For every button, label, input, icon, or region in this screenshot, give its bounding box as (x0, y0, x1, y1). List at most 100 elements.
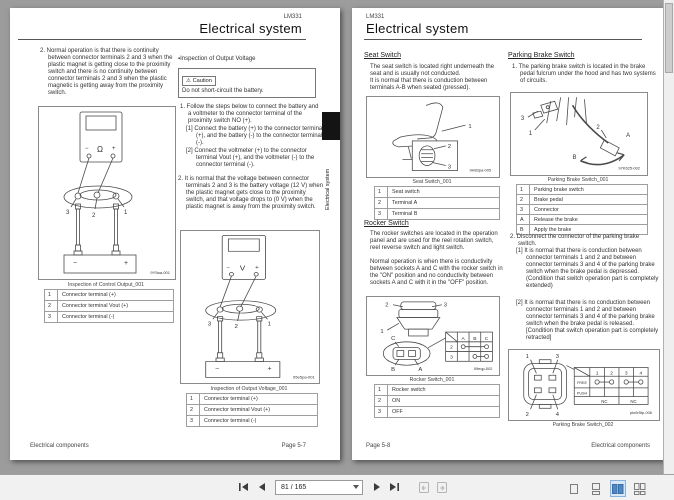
svg-text:2: 2 (596, 125, 599, 131)
heading-rocker-switch: Rocker Switch (364, 220, 409, 227)
svg-text:C: C (485, 336, 489, 342)
parking-step-2: [2] It is normal that there is no conduc… (516, 300, 659, 341)
svg-text:FREE: FREE (577, 381, 587, 385)
svg-text:97K625-002: 97K625-002 (618, 166, 640, 171)
footer-left: Electrical components (30, 443, 89, 449)
next-page-button[interactable] (369, 479, 384, 495)
parking-paragraph-2: 2. Disconnect the connector of the parki… (510, 234, 640, 247)
table-caption-seat-switch: Seat Switch_001 (412, 179, 452, 185)
continuous-view-icon (592, 482, 600, 495)
svg-text:1: 1 (380, 329, 383, 335)
svg-text:2: 2 (448, 144, 451, 150)
svg-text:1: 1 (526, 354, 529, 360)
svg-text:A: A (418, 367, 422, 373)
svg-text:B: B (573, 155, 577, 161)
svg-text:2: 2 (235, 324, 238, 330)
page-number-input[interactable] (276, 483, 351, 491)
header-rule (18, 39, 306, 40)
seat-diagram: 1 2 3 9H83pa-005 (392, 102, 492, 172)
svg-text:9H83pa-005: 9H83pa-005 (469, 167, 491, 172)
header-rule (364, 39, 642, 40)
svg-text:+: + (124, 260, 128, 267)
svg-text:Ω: Ω (97, 145, 103, 154)
continuous-view-button[interactable] (588, 480, 604, 497)
table-caption-rocker-switch: Rocker Switch_001 (409, 377, 455, 383)
svg-text:3: 3 (450, 354, 453, 360)
svg-text:+: + (268, 366, 272, 372)
page-left: LM331 Electrical system 2. Normal operat… (10, 8, 340, 460)
svg-text:−: − (73, 260, 77, 267)
first-page-icon (239, 483, 248, 491)
svg-text:1: 1 (468, 124, 471, 130)
parking-step-1: [1] It is normal that there is conductio… (516, 248, 659, 289)
two-page-view-icon (612, 483, 624, 494)
first-page-button[interactable] (236, 479, 251, 495)
figure-output-voltage: − V + 3 2 1 − + 05e5pa-001 (180, 230, 320, 384)
svg-text:1: 1 (124, 210, 128, 216)
rocker-switch-diagram: 2 3 1 C B A A B C 2 3 09eqp-002 (380, 301, 493, 373)
page-dropdown-caret-icon[interactable] (353, 485, 359, 489)
section-label-output-voltage: ▪Inspection of Output Voltage (178, 56, 256, 62)
svg-text:3: 3 (521, 116, 525, 122)
previous-page-button[interactable] (254, 479, 269, 495)
svg-text:C: C (391, 336, 395, 342)
table-caption-output-voltage: Inspection of Output Voltage_001 (210, 386, 288, 392)
svg-text:1: 1 (529, 131, 533, 137)
last-page-button[interactable] (387, 479, 402, 495)
scrollbar-thumb[interactable] (665, 3, 673, 73)
vertical-scrollbar[interactable] (663, 0, 674, 474)
svg-text:3: 3 (556, 354, 559, 360)
previous-page-icon (258, 483, 265, 491)
svg-text:1: 1 (268, 322, 271, 328)
svg-text:A: A (626, 133, 630, 139)
footer-page-number: Page 5-7 (281, 443, 306, 449)
two-page-continuous-view-icon (634, 482, 646, 495)
svg-text:+: + (255, 265, 259, 271)
brake-pedal-diagram: 3 1 2 A B 97K625-002 (521, 97, 640, 171)
page-number-box (275, 479, 363, 495)
two-page-view-button[interactable] (610, 480, 626, 497)
previous-view-button[interactable] (416, 479, 431, 495)
warning-icon: ⚠ (186, 78, 192, 84)
paragraph-normal-operation: 2. Normal operation is that there is con… (40, 48, 173, 96)
page-right: LM331 Electrical system Seat Switch The … (352, 8, 664, 460)
two-page-continuous-view-button[interactable] (632, 480, 648, 497)
footer-right: Electrical components (591, 443, 650, 449)
next-view-button[interactable] (434, 479, 449, 495)
svg-text:+: + (112, 146, 116, 152)
section-index-tab-label: Electrical system (325, 168, 331, 210)
svg-text:2: 2 (385, 303, 388, 309)
svg-text:09eqp-002: 09eqp-002 (474, 366, 493, 371)
table-caption-control-output: Inspection of Control Output_001 (67, 282, 145, 288)
svg-text:V: V (240, 264, 246, 272)
svg-text:9Y5aa-001: 9Y5aa-001 (150, 270, 170, 275)
caution-tag: ⚠ Caution (182, 76, 216, 86)
svg-text:−: − (226, 265, 230, 271)
next-view-icon (436, 481, 447, 493)
page-right-title: Electrical system (366, 21, 469, 36)
svg-text:−: − (215, 366, 219, 372)
svg-text:B: B (473, 336, 476, 342)
connector-face-diagram: 1 3 2 4 1 2 3 4 FREE PUSH NC NC pkr6r5tp… (523, 354, 652, 418)
single-page-view-button[interactable] (566, 480, 582, 497)
page-layout-buttons (566, 480, 648, 497)
svg-text:pkr6r5tp-006: pkr6r5tp-006 (630, 410, 652, 415)
caution-text: Do not short-circuit the battery. (182, 88, 264, 94)
svg-text:B: B (391, 367, 395, 373)
seat-switch-paragraph: The seat switch is located right underne… (370, 64, 495, 91)
